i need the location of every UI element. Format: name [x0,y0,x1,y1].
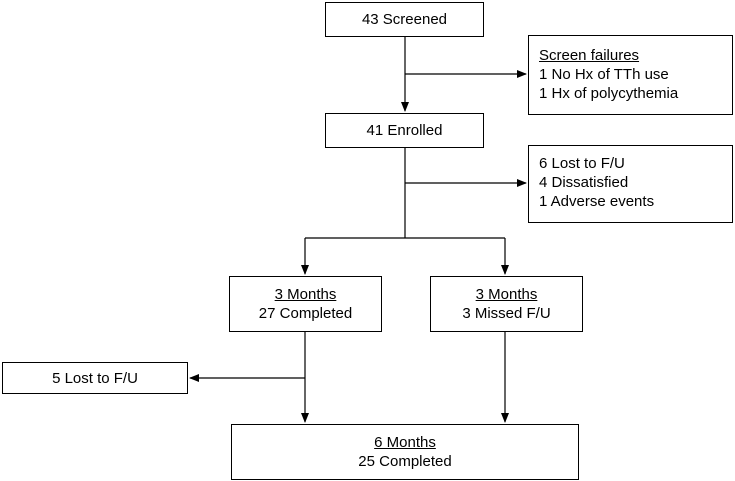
three-months-completed-text: 27 Completed [258,305,353,322]
screened-text: 43 Screened [361,11,448,28]
lost-followup-text: 5 Lost to F/U [52,370,138,387]
dropout-item: 4 Dissatisfied [539,174,629,191]
three-months-missed-text: 3 Missed F/U [462,305,551,322]
dropout-item: 1 Adverse events [539,193,655,210]
six-months-text: 25 Completed [358,453,452,470]
six-months-heading: 6 Months [374,434,436,451]
three-months-completed-box: 3 Months 27 Completed [229,276,382,332]
enrolled-text: 41 Enrolled [366,122,443,139]
dropouts-box: 6 Lost to F/U 4 Dissatisfied 1 Adverse e… [528,145,733,223]
screened-box: 43 Screened [325,2,484,37]
enrolled-box: 41 Enrolled [325,113,484,148]
six-months-box: 6 Months 25 Completed [231,424,579,480]
lost-followup-box: 5 Lost to F/U [2,362,188,394]
three-months-missed-heading: 3 Months [475,286,538,303]
three-months-missed-box: 3 Months 3 Missed F/U [430,276,583,332]
screen-failure-item: 1 Hx of polycythemia [539,85,679,102]
dropout-item: 6 Lost to F/U [539,155,625,172]
screen-failures-heading: Screen failures [539,47,640,64]
screen-failures-box: Screen failures 1 No Hx of TTh use 1 Hx … [528,35,733,115]
screen-failure-item: 1 No Hx of TTh use [539,66,669,83]
three-months-completed-heading: 3 Months [274,286,337,303]
